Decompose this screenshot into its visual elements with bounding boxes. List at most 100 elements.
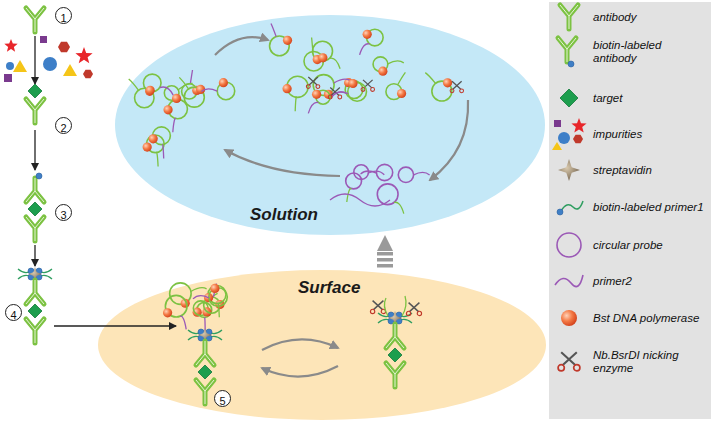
callout-number: 1 [60, 12, 66, 24]
polymerase-sphere [318, 53, 327, 62]
impurity [552, 142, 562, 150]
legend-row: target [551, 80, 709, 116]
impurity [58, 42, 70, 52]
antibody-symbol [26, 319, 44, 343]
legend-icon [551, 152, 587, 188]
region-label: Solution [250, 205, 318, 224]
step-arrow [54, 325, 176, 326]
legend-text: target [593, 92, 705, 105]
impurity [6, 62, 14, 70]
polymerase-sphere [378, 67, 387, 76]
legend-text: biotin-labeled primer1 [593, 201, 705, 214]
legend-row: biotin-labeled primer1 [551, 189, 709, 225]
callout-number: 5 [219, 395, 225, 407]
legend-icon [551, 189, 587, 225]
legend-row: Nb.BsrDI nicking enzyme [551, 344, 709, 380]
polymerase-sphere [397, 89, 406, 98]
transfer-arrow [377, 251, 393, 270]
polymerase-sphere [146, 86, 155, 95]
circular-probe [557, 233, 581, 257]
antibody-highlight [26, 280, 44, 304]
callout-circle: 3 [55, 204, 72, 221]
antibody-symbol [560, 5, 578, 29]
legend-text: Nb.BsrDI nicking enzyme [593, 349, 705, 375]
antibody-highlight [26, 99, 44, 123]
biotin-dot [557, 209, 563, 215]
target-diamond [560, 89, 578, 107]
legend-row: primer2 [551, 263, 709, 299]
legend-row: antibody [551, 0, 709, 35]
target-diamond [28, 304, 42, 318]
impurity [571, 118, 586, 133]
polymerase-sphere [172, 94, 181, 103]
legend-icon [551, 0, 587, 35]
callout-circle: 4 [5, 304, 22, 321]
antibody-highlight [26, 178, 44, 202]
antibody-highlight [26, 319, 44, 343]
antibody-highlight [558, 38, 576, 62]
target-diamond [28, 202, 42, 216]
biotin-dot [36, 173, 42, 179]
polymerase-sphere [312, 90, 321, 99]
impurity [4, 39, 17, 52]
legend-text: circular probe [593, 239, 705, 252]
legend-row: biotin-labeled antibody [551, 34, 709, 70]
primer2-strand [555, 275, 583, 287]
callout-number: 3 [60, 209, 66, 221]
step-arrow [34, 245, 35, 266]
polymerase-sphere [149, 134, 158, 143]
antibody-symbol [26, 217, 44, 241]
legend-icon [551, 300, 587, 336]
antibody-symbol [26, 8, 44, 32]
primer-line [561, 201, 583, 211]
antibody-symbol [26, 178, 44, 202]
nicking-enzyme-symbol [558, 352, 580, 371]
polymerase-sphere [283, 84, 292, 93]
impurity [558, 132, 570, 144]
polymerase-sphere [561, 310, 577, 326]
impurity [40, 36, 47, 43]
legend-text: streptavidin [593, 164, 705, 177]
polymerase-sphere [348, 79, 357, 88]
legend-panel: antibody biotin-labeled antibody target imp… [549, 2, 711, 419]
callout-circle: 2 [55, 117, 72, 134]
antibody-highlight [26, 8, 44, 32]
biotin-dot [568, 61, 574, 67]
streptavidin-symbol [558, 159, 580, 181]
impurity [63, 64, 77, 76]
impurity [43, 57, 57, 71]
legend-text: impurities [593, 128, 705, 141]
polymerase-sphere [363, 30, 372, 39]
antibody-symbol [26, 99, 44, 123]
legend-icon [551, 344, 587, 380]
legend-row: streptavidin [551, 152, 709, 188]
callout-number: 2 [60, 122, 66, 134]
surface-region: Surface [98, 270, 546, 420]
antibody-symbol [26, 280, 44, 304]
legend-row: impurities [551, 116, 709, 152]
legend-text: antibody [593, 11, 705, 24]
polymerase-sphere [163, 105, 172, 114]
impurity [13, 60, 27, 72]
polymerase-sphere [283, 36, 292, 45]
step-arrow [34, 130, 35, 170]
legend-icon [551, 116, 587, 152]
legend-icon [551, 34, 587, 70]
polymerase-sphere [443, 78, 452, 87]
impurity [573, 135, 583, 144]
legend-text: biotin-labeled antibody [593, 39, 705, 65]
region-outline [115, 15, 545, 235]
polymerase-sphere [210, 284, 219, 293]
legend-icon [551, 263, 587, 299]
legend-text: primer2 [593, 275, 705, 288]
impurity [4, 74, 12, 82]
polymerase-sphere [163, 308, 172, 317]
region-label: Surface [298, 278, 360, 297]
legend-text: Bst DNA polymerase [593, 312, 705, 325]
impurity [83, 70, 93, 79]
legend-row: circular probe [551, 227, 709, 263]
antibody-highlight [560, 5, 578, 29]
solution-region: Solution [115, 15, 545, 235]
antibody-highlight [26, 217, 44, 241]
